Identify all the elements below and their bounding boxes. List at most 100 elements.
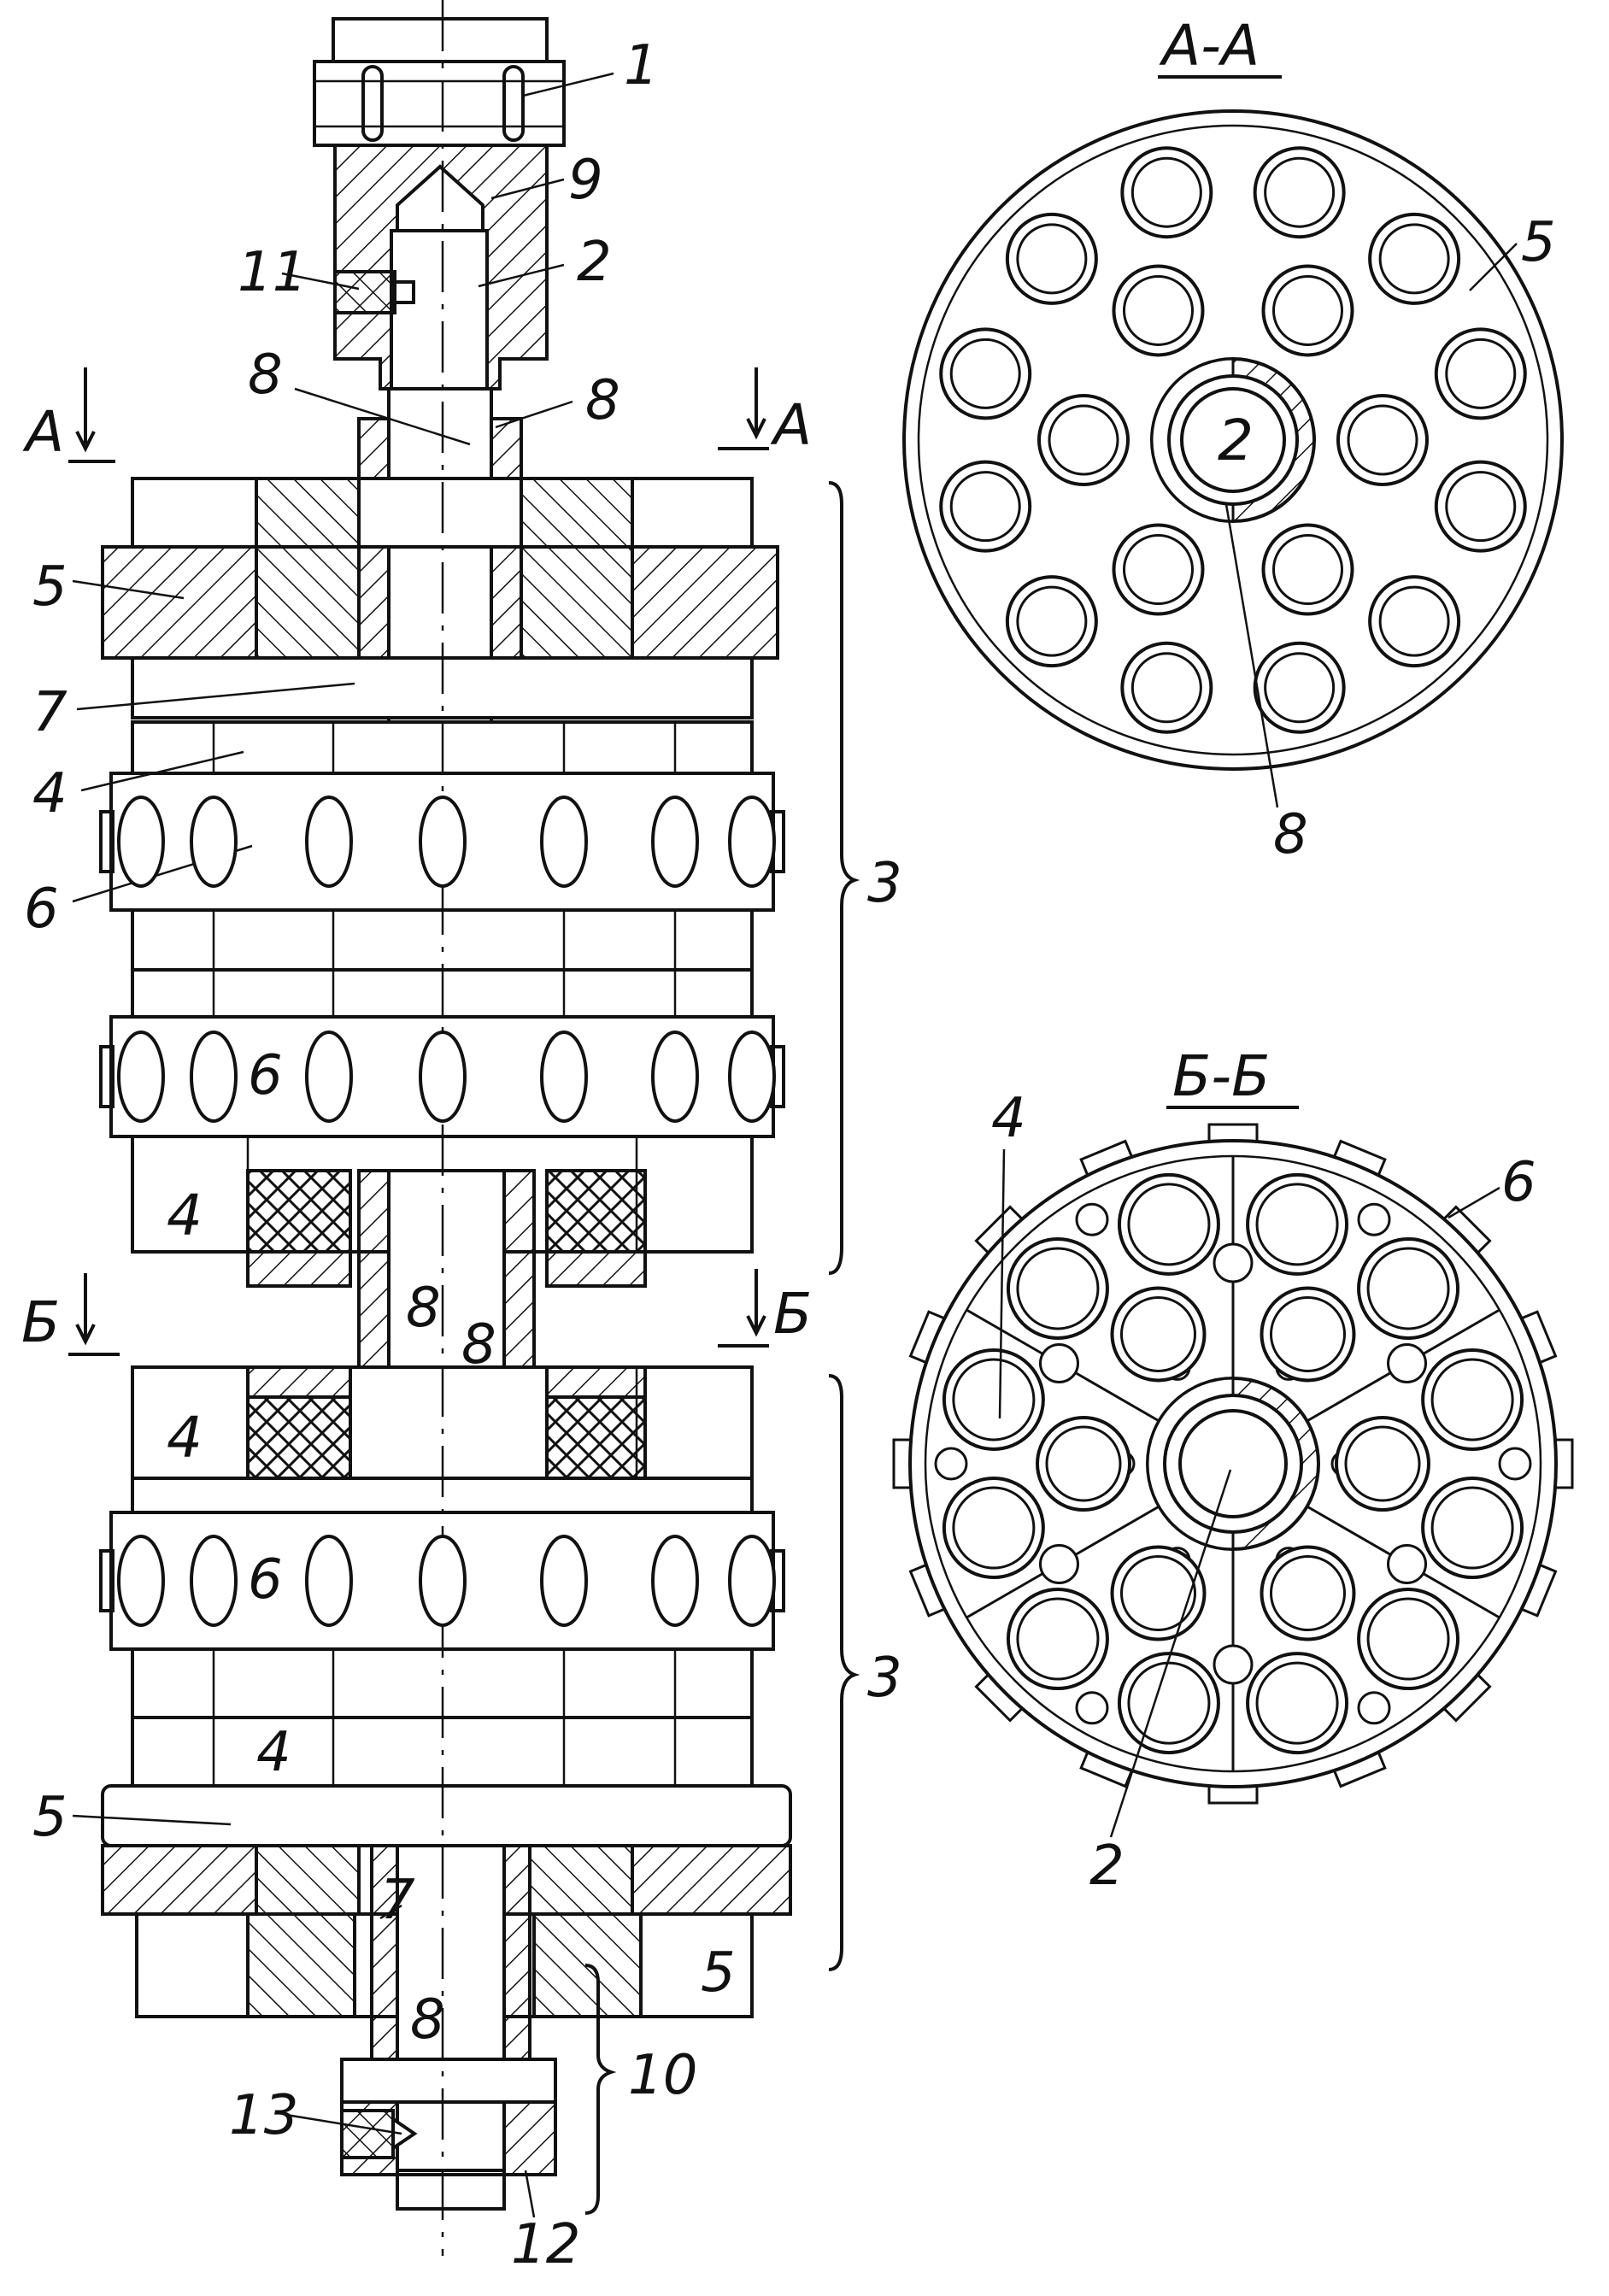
ring-hole [653, 797, 697, 886]
side-ring2-holes [119, 1032, 774, 1121]
label-part-13: 13 [229, 2084, 298, 2147]
aa-hole [1436, 329, 1525, 418]
aa-hole [1114, 266, 1203, 355]
ring-hole [542, 797, 586, 886]
label-part-1: 1 [624, 34, 659, 97]
bb-small-hole [1214, 1646, 1252, 1683]
ring-hole [119, 1536, 163, 1625]
label-part-8-c: 8 [406, 1277, 441, 1340]
label-part-5-bot: 5 [701, 1941, 736, 2005]
ring-hole [191, 1032, 236, 1121]
aa-hole [1338, 396, 1427, 484]
aa-hole [941, 462, 1030, 551]
aa-hole [1255, 643, 1344, 732]
label-part-8-e: 8 [410, 1988, 445, 2052]
label-part-5-mid: 5 [32, 1786, 68, 1849]
ring-hole [420, 1032, 465, 1121]
bb-hole [1119, 1175, 1218, 1274]
part-9-housing [335, 145, 547, 393]
label-part-10: 10 [628, 2044, 697, 2107]
label-part-8-d: 8 [461, 1313, 496, 1377]
aa-label-8: 8 [1273, 803, 1308, 866]
label-part-8-b: 8 [585, 369, 620, 432]
bb-hole [944, 1478, 1043, 1577]
label-part-3-lower: 3 [867, 1647, 902, 1710]
aa-hole [1255, 148, 1344, 237]
bb-small-hole [1389, 1345, 1426, 1383]
marker-a-left: А [22, 399, 64, 465]
bb-hole [1359, 1239, 1458, 1338]
section-b-b-view: Б-Б 4 6 2 [894, 1043, 1572, 1898]
ring-hole [307, 1032, 351, 1121]
bb-label-6: 6 [1501, 1151, 1536, 1214]
label-part-8-a: 8 [248, 344, 283, 407]
bb-hole [1359, 1589, 1458, 1688]
bb-hole [1248, 1175, 1347, 1274]
label-part-9: 9 [568, 149, 603, 212]
ring-hole [119, 1032, 163, 1121]
section-a-a-title: А-А [1159, 13, 1260, 79]
bb-small-hole [1040, 1345, 1078, 1383]
marker-b-left: Б [21, 1289, 60, 1355]
ring-hole [730, 1032, 774, 1121]
ring-hole [730, 1536, 774, 1625]
bb-hole [1262, 1288, 1354, 1380]
marker-b-right: Б [773, 1281, 812, 1347]
bb-hole [1423, 1350, 1522, 1449]
label-part-4-d: 4 [256, 1721, 291, 1784]
bb-hole [1336, 1418, 1429, 1510]
ring-hole [191, 797, 236, 886]
aa-label-5: 5 [1521, 211, 1556, 274]
bb-small-hole [1359, 1204, 1389, 1235]
bb-center-shaft [1148, 1378, 1318, 1549]
bb-hole [1008, 1239, 1107, 1338]
bb-small-hole [1389, 1546, 1426, 1583]
bb-hole [944, 1350, 1043, 1449]
aa-label-2: 2 [1218, 408, 1254, 473]
ring-hole [653, 1536, 697, 1625]
bb-small-hole [1214, 1244, 1252, 1282]
brace-lower-3 [829, 1376, 854, 1970]
ring-hole [653, 1032, 697, 1121]
bb-hole [1119, 1653, 1218, 1753]
bb-label-4: 4 [991, 1087, 1026, 1150]
aa-hole [1114, 526, 1203, 614]
label-part-7-bot: 7 [380, 1869, 415, 1932]
aa-hole [1007, 214, 1096, 303]
marker-a-right: А [770, 392, 812, 458]
ring-hole [542, 1032, 586, 1121]
ring-hole [420, 797, 465, 886]
ring-hole [307, 1536, 351, 1625]
bb-hole [1248, 1653, 1347, 1753]
label-part-6-a: 6 [24, 878, 59, 941]
bb-small-hole [1500, 1448, 1530, 1479]
label-part-11: 11 [238, 241, 307, 304]
side-ring3-holes [119, 1536, 774, 1625]
bb-hole [1037, 1418, 1130, 1510]
aa-hole [1264, 526, 1353, 614]
bb-small-hole [1359, 1693, 1389, 1723]
aa-hole [941, 329, 1030, 418]
ring-hole [420, 1536, 465, 1625]
section-b-b-title: Б-Б [1172, 1043, 1270, 1109]
aa-hole [1122, 148, 1211, 237]
side-ring1-holes [119, 797, 774, 886]
ring-hole [119, 797, 163, 886]
label-part-6-c: 6 [248, 1548, 283, 1612]
aa-hole [1370, 577, 1459, 666]
aa-hole [1039, 396, 1128, 484]
aa-hole [1264, 266, 1353, 355]
label-part-3-upper: 3 [867, 852, 902, 915]
bb-small-hole [936, 1448, 966, 1479]
label-part-12: 12 [511, 2213, 580, 2276]
label-part-4-b: 4 [167, 1183, 203, 1248]
ring-hole [730, 797, 774, 886]
bb-label-2: 2 [1089, 1835, 1125, 1898]
aa-hole [1436, 462, 1525, 551]
bb-hole [1008, 1589, 1107, 1688]
ring-hole [307, 797, 351, 886]
bb-hole [1262, 1547, 1354, 1640]
label-part-4-a: 4 [32, 762, 68, 825]
part-1-nut [314, 19, 564, 145]
